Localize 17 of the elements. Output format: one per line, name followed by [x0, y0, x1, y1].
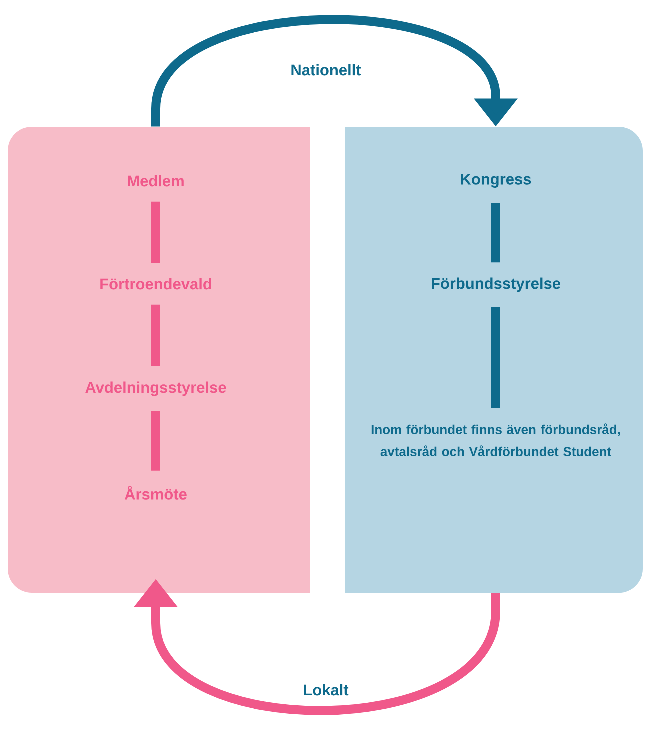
edge-label: Lokalt [304, 684, 349, 696]
curved-arrow [152, 15, 518, 127]
level-label: Medlem [128, 175, 184, 187]
connector-bar [492, 203, 500, 263]
panel [345, 127, 643, 593]
level-label: Inom förbundet finns även förbundsråd, avtalsråd och Vårdförbundet Student [372, 424, 620, 456]
connector-bar [492, 307, 500, 408]
edge-label: Nationellt [292, 64, 362, 76]
panel [8, 127, 310, 593]
connector-bar [152, 202, 160, 264]
level-label: Avdelningsstyrelse [86, 382, 226, 396]
level-label: Kongress [461, 174, 532, 188]
connector-bar [152, 411, 160, 471]
level-label: Förtroendevald [100, 278, 212, 290]
connector-bar [152, 304, 160, 367]
level-label: Förbundsstyrelse [432, 278, 560, 292]
level-label: Årsmöte [124, 486, 187, 500]
